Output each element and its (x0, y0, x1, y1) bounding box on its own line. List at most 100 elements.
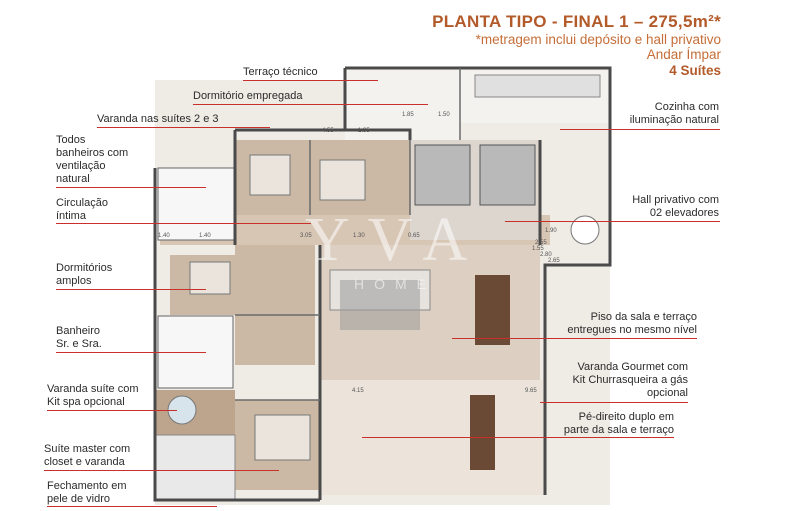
dimension-mark: 3.05 (300, 233, 312, 239)
kitchen-counter (474, 74, 601, 98)
label-line: 02 elevadores (649, 207, 719, 219)
label-line: amplos (56, 275, 92, 287)
leader-line (540, 402, 688, 403)
watermark-letters: YVA (304, 206, 486, 274)
dimension-mark: 9.65 (525, 388, 537, 394)
dimension-mark: 1.40 (199, 233, 211, 239)
plan-subtitle: *metragem inclui depósito e hall privati… (475, 31, 721, 47)
leader-line (362, 437, 674, 438)
label-cozinha: Cozinha com iluminação natural (630, 101, 719, 127)
dimension-mark: 1.90 (545, 228, 557, 234)
dimension-mark: 4.55 (322, 128, 334, 134)
title-block: PLANTA TIPO - FINAL 1 – 275,5m²* *metrag… (432, 12, 721, 78)
label-line: natural (56, 173, 90, 185)
label-hall-privativo: Hall privativo com 02 elevadores (632, 194, 719, 220)
label-line: Suíte master com (44, 443, 131, 455)
label-line: Cozinha com (654, 101, 719, 113)
label-line: Pé-direito duplo em (578, 411, 674, 423)
label-line: íntima (56, 210, 86, 222)
label-line: Sr. e Sra. (56, 338, 102, 350)
label-line: closet e varanda (44, 456, 125, 468)
dimension-mark: 4.15 (352, 388, 364, 394)
leader-line (56, 187, 206, 188)
leader-line (193, 104, 428, 105)
dimension-mark: 1.30 (353, 233, 365, 239)
leader-line (56, 352, 206, 353)
label-pe-direito-duplo: Pé-direito duplo em parte da sala e terr… (564, 411, 674, 437)
label-line: parte da sala e terraço (563, 424, 674, 436)
plan-title: PLANTA TIPO - FINAL 1 – 275,5m²* (432, 12, 721, 31)
label-line: Piso da sala e terraço (590, 311, 697, 323)
dimension-mark: 1.85 (402, 112, 414, 118)
label-line: banheiros com (56, 147, 129, 159)
watermark: YVA HOME (295, 205, 495, 292)
label-line: Banheiro (56, 325, 101, 337)
dimension-mark: 2.65 (548, 258, 560, 264)
label-line: Kit spa opcional (47, 396, 125, 408)
label-line: entregues no mesmo nível (567, 324, 697, 336)
label-dormitorios-amplos: Dormitórios amplos (56, 262, 112, 288)
rug (340, 280, 420, 330)
floor-label: Andar Ímpar (646, 47, 721, 63)
dining-table (475, 275, 510, 345)
dimension-mark: 0.65 (408, 233, 420, 239)
bed-bedroom (189, 261, 231, 295)
label-circulacao-intima: Circulação íntima (56, 197, 108, 223)
dimension-mark: 2.80 (540, 252, 552, 258)
label-terraco-tecnico: Terraço técnico (243, 66, 318, 79)
elevator-1 (414, 144, 471, 206)
label-varanda-gourmet: Varanda Gourmet com Kit Churrasqueira a … (572, 361, 688, 400)
leader-line (243, 80, 378, 81)
leader-line (560, 129, 720, 130)
dimension-mark: 1.55 (532, 246, 544, 252)
label-line: ventilação (56, 160, 106, 172)
leader-line (47, 506, 217, 507)
leader-line (56, 223, 311, 224)
bed-suite-2 (249, 154, 291, 196)
elevator-2 (479, 144, 536, 206)
label-line: Fechamento em (47, 480, 127, 492)
leader-line (452, 338, 697, 339)
leader-line (44, 470, 279, 471)
leader-line (56, 289, 206, 290)
label-suite-master: Suíte master com closet e varanda (44, 443, 130, 469)
leader-line (47, 410, 177, 411)
dimension-mark: 1.50 (438, 112, 450, 118)
bed-master (254, 414, 311, 461)
hallway-left (235, 245, 315, 365)
label-line: Todos (56, 134, 86, 146)
watermark-word: HOME (354, 276, 436, 292)
bed-suite-3 (319, 159, 366, 201)
label-line: opcional (647, 387, 688, 399)
bathroom-left (157, 167, 236, 241)
label-line: Kit Churrasqueira a gás (572, 374, 688, 386)
glass-facade (154, 434, 236, 501)
label-line: pele de vidro (47, 493, 110, 505)
leader-line (97, 127, 270, 128)
label-varanda-spa: Varanda suíte com Kit spa opcional (47, 383, 139, 409)
label-line: Varanda suíte com (47, 383, 139, 395)
gourmet-table (470, 395, 495, 470)
label-line: Varanda Gourmet com (577, 361, 688, 373)
label-line: iluminação natural (629, 114, 719, 126)
label-line: Dormitórios (56, 262, 113, 274)
label-banheiro-sr-sra: Banheiro Sr. e Sra. (56, 325, 102, 351)
label-line: Dormitório empregada (193, 90, 303, 102)
dimension-mark: 2.55 (535, 240, 547, 246)
leader-line (505, 221, 720, 222)
label-line: Varanda nas suítes 2 e 3 (97, 113, 219, 125)
dimension-mark: 1.35 (358, 128, 370, 134)
label-line: Hall privativo com (632, 194, 719, 206)
dimension-mark: 1.40 (158, 233, 170, 239)
label-banheiros-ventilacao: Todos banheiros com ventilação natural (56, 134, 128, 186)
label-pele-de-vidro: Fechamento em pele de vidro (47, 480, 126, 506)
label-line: Circulação (56, 197, 108, 209)
label-dormitorio-empregada: Dormitório empregada (193, 90, 302, 103)
label-varanda-suites: Varanda nas suítes 2 e 3 (97, 113, 219, 126)
label-line: Terraço técnico (243, 66, 318, 78)
round-table (570, 215, 600, 245)
label-piso-mesmo-nivel: Piso da sala e terraço entregues no mesm… (567, 311, 697, 337)
suites-label: 4 Suítes (669, 62, 721, 78)
